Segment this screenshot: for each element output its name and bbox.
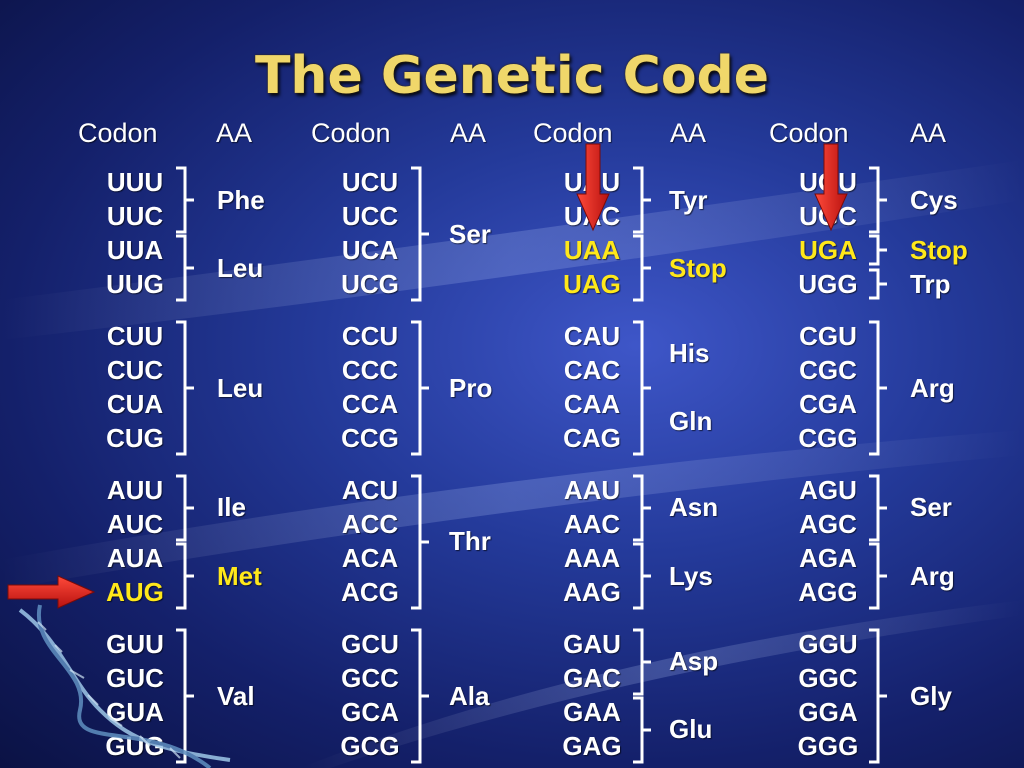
red-arrow-right-icon	[7, 575, 96, 609]
start-codon-cell: AUG	[106, 577, 164, 607]
amino-acid-label: His	[669, 338, 710, 368]
codon-cell: GAG	[562, 731, 622, 761]
codon-cell: CGG	[798, 423, 858, 453]
codon-cell: ACU	[341, 475, 399, 505]
codon-cell: CAU	[563, 321, 621, 351]
codon-cell: CGC	[799, 355, 857, 385]
codon-cell: GGC	[798, 663, 858, 693]
codon-cell: GCA	[341, 697, 399, 727]
codon-cell: GAU	[563, 629, 621, 659]
codon-cell: GCC	[341, 663, 399, 693]
codon-cell: CCA	[341, 389, 399, 419]
amino-acid-label: Ser	[449, 219, 491, 249]
codon-cell: AAC	[563, 509, 621, 539]
codon-cell: GUU	[106, 629, 164, 659]
codon-cell: AGA	[799, 543, 857, 573]
column-header-codon: Codon	[78, 118, 158, 148]
codon-cell: CGA	[799, 389, 857, 419]
amino-acid-label: Thr	[449, 526, 491, 556]
amino-acid-label: Glu	[669, 714, 713, 744]
codon-cell: GGA	[798, 697, 858, 727]
codon-cell: UUA	[106, 235, 164, 265]
codon-cell: CUA	[106, 389, 164, 419]
codon-cell: AGG	[798, 577, 858, 607]
codon-cell: UGG	[798, 269, 858, 299]
amino-acid-label: Val	[217, 681, 255, 711]
codon-cell: CUG	[106, 423, 164, 453]
amino-acid-label: Lys	[669, 561, 713, 591]
column-header-codon: Codon	[311, 118, 391, 148]
amino-acid-label: Ser	[910, 492, 952, 522]
column-header-aa: AA	[670, 118, 707, 148]
codon-cell: CGU	[799, 321, 857, 351]
amino-acid-label: Leu	[217, 253, 264, 283]
codon-cell: CCG	[341, 423, 399, 453]
column-header-aa: AA	[450, 118, 487, 148]
amino-acid-label: Ala	[449, 681, 490, 711]
codon-cell: UUU	[106, 167, 164, 197]
codon-cell: CCC	[341, 355, 399, 385]
column-header-codon: Codon	[533, 118, 613, 148]
codon-cell: GAA	[563, 697, 621, 727]
start-amino-acid-label: Met	[217, 561, 262, 591]
codon-cell: AAA	[563, 543, 621, 573]
column-header-codon: Codon	[769, 118, 849, 148]
stop-codon-cell: UGA	[799, 235, 857, 265]
stop-label: Stop	[910, 235, 968, 265]
codon-cell: AUA	[106, 543, 164, 573]
amino-acid-label: Arg	[910, 561, 955, 591]
amino-acid-label: Asp	[669, 646, 719, 676]
dna-helix-icon	[18, 604, 231, 768]
amino-acid-label: Asn	[669, 492, 719, 522]
amino-acid-label: Leu	[217, 373, 264, 403]
codon-cell: AGU	[799, 475, 857, 505]
codon-cell: CAC	[563, 355, 621, 385]
codon-cell: GCU	[341, 629, 399, 659]
codon-cell: AAG	[563, 577, 621, 607]
codon-cell: UUC	[106, 201, 164, 231]
amino-acid-label: Cys	[910, 185, 958, 215]
column-header-aa: AA	[216, 118, 253, 148]
codon-cell: AUU	[106, 475, 164, 505]
codon-cell: UUG	[106, 269, 164, 299]
codon-cell: CAA	[563, 389, 621, 419]
codon-cell: UCC	[341, 201, 399, 231]
amino-acid-label: Tyr	[669, 185, 708, 215]
codon-cell: CCU	[341, 321, 399, 351]
amino-acid-label: Ile	[217, 492, 246, 522]
codon-cell: AUC	[106, 509, 164, 539]
stop-codon-cell: UAA	[563, 235, 621, 265]
codon-cell: CUU	[106, 321, 164, 351]
amino-acid-label: Phe	[217, 185, 265, 215]
codon-cell: GUC	[106, 663, 164, 693]
column-header-aa: AA	[910, 118, 947, 148]
red-arrow-down-icon	[814, 143, 848, 232]
codon-cell: UCG	[341, 269, 399, 299]
red-arrow-down-icon	[576, 143, 610, 232]
amino-acid-label: Gln	[669, 406, 713, 436]
codon-cell: CAG	[563, 423, 621, 453]
codon-cell: AAU	[563, 475, 621, 505]
stop-label: Stop	[669, 253, 727, 283]
amino-acid-label: Gly	[910, 681, 952, 711]
stop-codon-cell: UAG	[563, 269, 621, 299]
codon-cell: ACA	[341, 543, 399, 573]
amino-acid-label: Pro	[449, 373, 493, 403]
amino-acid-label: Arg	[910, 373, 955, 403]
codon-cell: GAC	[563, 663, 621, 693]
codon-cell: GGU	[798, 629, 858, 659]
amino-acid-label: Trp	[910, 269, 951, 299]
codon-cell: AGC	[799, 509, 857, 539]
page-title: The Genetic Code	[254, 46, 770, 106]
codon-cell: GGG	[797, 731, 859, 761]
codon-cell: UCA	[341, 235, 399, 265]
codon-cell: GCG	[340, 731, 400, 761]
codon-cell: CUC	[106, 355, 164, 385]
codon-cell: ACC	[341, 509, 399, 539]
codon-cell: UCU	[341, 167, 399, 197]
codon-cell: ACG	[341, 577, 399, 607]
